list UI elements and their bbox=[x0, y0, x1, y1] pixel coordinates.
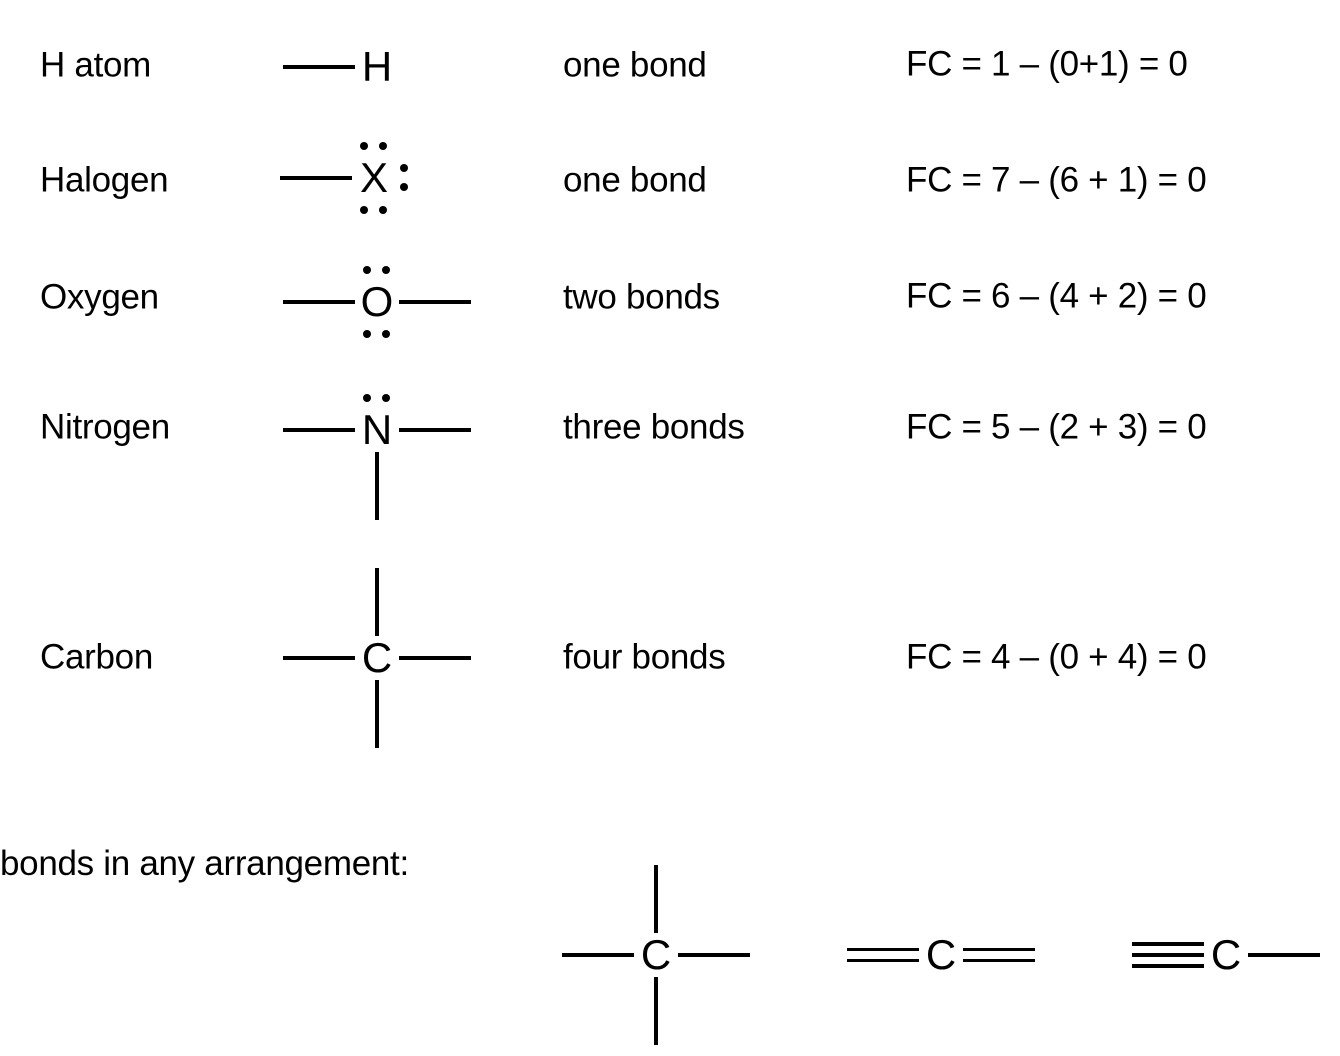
bond-line bbox=[654, 865, 658, 933]
bond-count-label: two bonds bbox=[563, 277, 720, 317]
bond-count-label: four bonds bbox=[563, 637, 726, 677]
bond-line bbox=[283, 65, 355, 69]
bond-line bbox=[1132, 964, 1204, 968]
atom-symbol: X bbox=[359, 154, 389, 201]
bond-line bbox=[375, 680, 379, 748]
bond-line bbox=[847, 958, 919, 963]
bond-count-label: three bonds bbox=[563, 407, 745, 447]
element-label: H atom bbox=[40, 45, 152, 85]
lone-pair-dot bbox=[400, 183, 408, 191]
element-label: Halogen bbox=[40, 160, 169, 200]
bond-count-label: one bond bbox=[563, 160, 707, 200]
element-label: Nitrogen bbox=[40, 407, 170, 447]
formal-charge-equation: FC = 7 – (6 + 1) = 0 bbox=[906, 160, 1207, 200]
bond-line bbox=[375, 452, 379, 520]
carbon-triple-single-bond: C bbox=[1121, 850, 1331, 1056]
lone-pair-dot bbox=[400, 164, 408, 172]
bond-line bbox=[283, 656, 355, 660]
bond-count-label: one bond bbox=[563, 45, 707, 85]
carbon-two-double-bonds: C bbox=[836, 850, 1046, 1056]
bond-line bbox=[678, 953, 750, 957]
atom-symbol: C bbox=[640, 931, 672, 978]
bond-line bbox=[847, 947, 919, 952]
atom-symbol: O bbox=[360, 278, 394, 325]
lone-pair-dot bbox=[360, 206, 368, 214]
carbon-four-single-bonds: C bbox=[551, 850, 761, 1056]
atom-symbol: N bbox=[361, 406, 393, 453]
bond-line bbox=[654, 977, 658, 1045]
lewis-structure-carbon: C bbox=[272, 553, 482, 763]
bond-line bbox=[280, 176, 352, 180]
bond-line bbox=[399, 428, 471, 432]
lone-pair-dot bbox=[360, 142, 368, 150]
formal-charge-equation: FC = 5 – (2 + 3) = 0 bbox=[906, 407, 1207, 447]
bond-line bbox=[399, 656, 471, 660]
atom-symbol: C bbox=[925, 931, 957, 978]
atom-symbol: C bbox=[1210, 931, 1242, 978]
lewis-structure-halogen: X bbox=[269, 73, 479, 283]
bond-line bbox=[283, 300, 355, 304]
lone-pair-dot bbox=[379, 206, 387, 214]
lone-pair-dot bbox=[363, 394, 371, 402]
lewis-structure-oxygen: O bbox=[272, 197, 482, 407]
atom-symbol: H bbox=[361, 43, 393, 90]
lewis-structure-h: H bbox=[272, 0, 482, 172]
lone-pair-dot bbox=[382, 330, 390, 338]
lone-pair-dot bbox=[379, 142, 387, 150]
bond-line bbox=[963, 947, 1035, 952]
lewis-structure-nitrogen: N bbox=[272, 325, 482, 535]
element-label: Oxygen bbox=[40, 277, 159, 317]
lone-pair-dot bbox=[363, 330, 371, 338]
bond-line bbox=[399, 300, 471, 304]
lone-pair-dot bbox=[382, 394, 390, 402]
bond-line bbox=[963, 958, 1035, 963]
element-label: Carbon bbox=[40, 637, 153, 677]
bond-line bbox=[562, 953, 634, 957]
formal-charge-equation: FC = 4 – (0 + 4) = 0 bbox=[906, 637, 1207, 677]
bond-line bbox=[1132, 953, 1204, 957]
bond-line bbox=[1248, 953, 1320, 957]
bond-line bbox=[283, 428, 355, 432]
bond-line bbox=[1132, 942, 1204, 946]
lone-pair-dot bbox=[382, 266, 390, 274]
footer-label: bonds in any arrangement: bbox=[0, 844, 409, 883]
atom-symbol: C bbox=[361, 634, 393, 681]
formal-charge-equation: FC = 1 – (0+1) = 0 bbox=[906, 44, 1188, 84]
formal-charge-equation: FC = 6 – (4 + 2) = 0 bbox=[906, 276, 1207, 316]
bond-line bbox=[375, 568, 379, 636]
lone-pair-dot bbox=[363, 266, 371, 274]
